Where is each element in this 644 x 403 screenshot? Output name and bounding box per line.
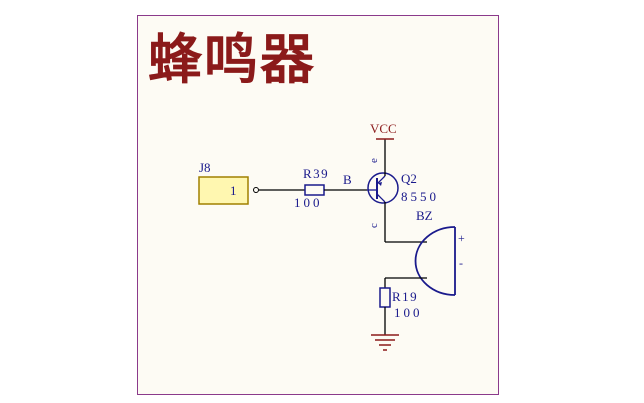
resistor-r19: R19 100 <box>379 287 423 320</box>
emitter-label: e <box>368 158 380 163</box>
transistor-q2: Q2 8550 <box>367 171 439 204</box>
transistor-q2-body <box>367 172 399 204</box>
ground-symbol <box>371 334 399 351</box>
transistor-q2-ref: Q2 <box>401 171 417 186</box>
resistor-r19-value: 100 <box>394 305 423 320</box>
diagram-frame <box>137 15 499 395</box>
buzzer-bz-ref: BZ <box>416 208 433 223</box>
connector-pin-label: 1 <box>230 183 237 198</box>
buzzer-plus-label: + <box>458 231 465 245</box>
transistor-q2-value: 8550 <box>401 189 439 204</box>
connector-ref-label: J8 <box>199 160 211 175</box>
vcc-label: VCC <box>370 121 397 136</box>
buzzer-minus-label: - <box>459 256 463 270</box>
resistor-r39-value: 100 <box>294 195 323 210</box>
resistor-r19-body <box>379 287 391 308</box>
connector-pin-end <box>253 187 259 193</box>
buzzer-bz-arc <box>414 226 456 296</box>
transistor-q2-collector-lead <box>376 193 386 203</box>
resistor-r39: R39 100 <box>294 166 329 210</box>
diagram-title: 蜂鸣器 <box>148 28 316 91</box>
transistor-q2-emitter-lead <box>376 175 386 185</box>
collector-label: c <box>368 223 380 228</box>
connector-j8-body <box>198 176 249 205</box>
transistor-q2-emitter-arrow <box>378 182 382 186</box>
buzzer-bz: BZ + - <box>414 208 465 296</box>
base-label: B <box>343 172 352 187</box>
resistor-r39-ref: R39 <box>303 166 329 181</box>
resistor-r19-ref: R19 <box>392 289 418 304</box>
connector-j8: 1 J8 <box>198 160 259 205</box>
resistor-r39-body <box>304 184 325 196</box>
